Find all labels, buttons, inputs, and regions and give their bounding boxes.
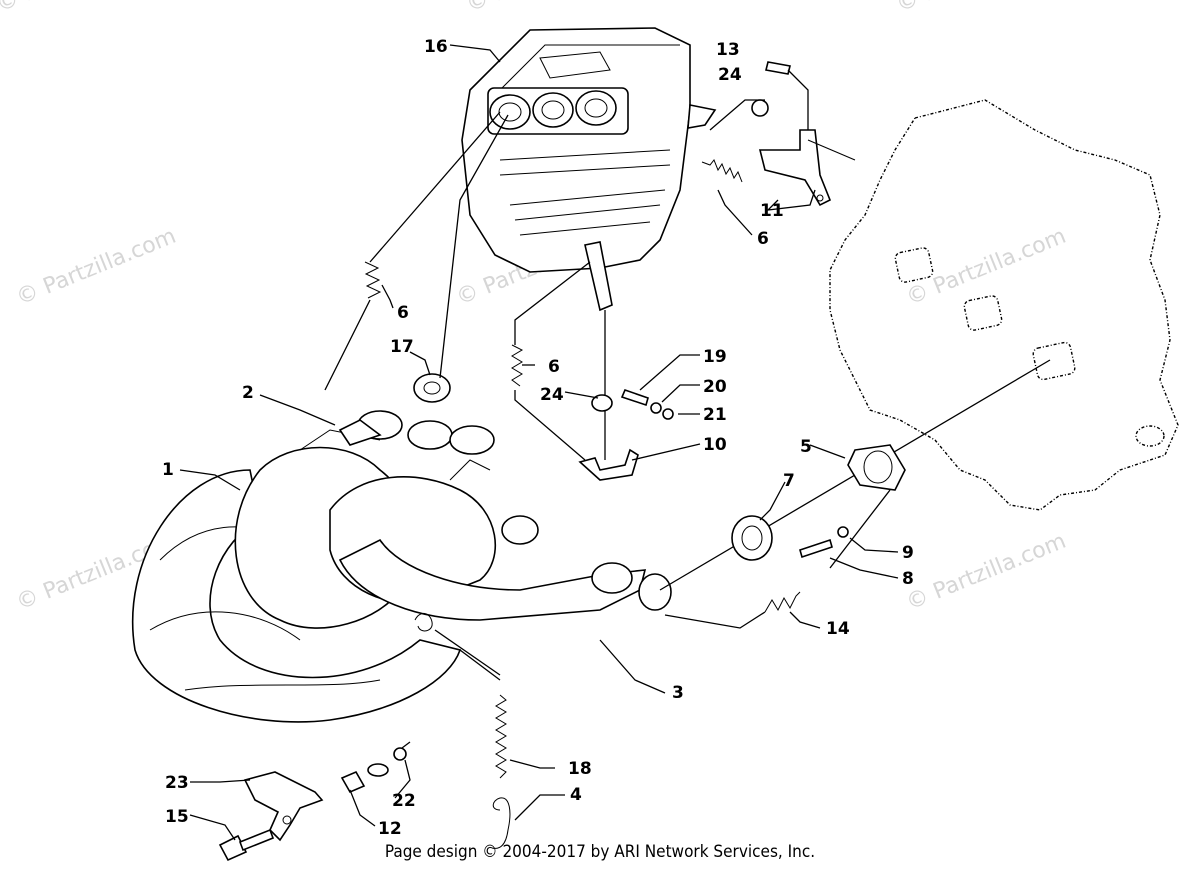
gasket-ring bbox=[731, 515, 773, 561]
spring bbox=[495, 694, 507, 779]
callout-8: 8 bbox=[902, 569, 914, 589]
airbox bbox=[461, 27, 717, 312]
mounting-bracket bbox=[578, 448, 639, 481]
callout-7: 7 bbox=[783, 471, 795, 491]
watermark: © Partzilla.com bbox=[903, 529, 1070, 616]
callout-14: 14 bbox=[826, 619, 850, 639]
rubber-cap bbox=[591, 394, 613, 412]
mounting-bracket bbox=[758, 129, 856, 207]
bolt bbox=[765, 61, 791, 75]
bolt bbox=[799, 538, 833, 559]
copyright-footer: Page design © 2004-2017 by ARI Network S… bbox=[384, 842, 816, 862]
grommet bbox=[413, 373, 451, 403]
callout-5: 5 bbox=[800, 437, 812, 457]
bolt bbox=[218, 828, 275, 862]
watermark: © Partzilla.com bbox=[463, 0, 630, 18]
callout-2: 2 bbox=[242, 383, 254, 403]
rubber-cap bbox=[751, 99, 769, 117]
callout-20: 20 bbox=[703, 377, 727, 397]
coupler bbox=[847, 444, 906, 491]
callout-15: 15 bbox=[165, 807, 189, 827]
callout-6: 6 bbox=[397, 303, 409, 323]
callout-6: 6 bbox=[757, 229, 769, 249]
callout-22: 22 bbox=[392, 791, 416, 811]
callout-19: 19 bbox=[703, 347, 727, 367]
spring bbox=[764, 591, 801, 613]
callout-21: 21 bbox=[703, 405, 727, 425]
callout-3: 3 bbox=[672, 683, 684, 703]
spring bbox=[511, 344, 524, 387]
watermark: © Partzilla.com bbox=[893, 0, 1060, 18]
callout-13: 13 bbox=[716, 40, 740, 60]
mounting-bracket bbox=[243, 771, 324, 842]
callout-23: 23 bbox=[165, 773, 189, 793]
bushing bbox=[340, 763, 389, 794]
spring bbox=[701, 159, 743, 183]
exhaust-pipe bbox=[338, 410, 672, 611]
washer bbox=[650, 402, 662, 414]
nut bbox=[393, 747, 407, 761]
spring bbox=[364, 261, 382, 299]
callout-16: 16 bbox=[424, 37, 448, 57]
callout-12: 12 bbox=[378, 819, 402, 839]
callout-24: 24 bbox=[540, 385, 564, 405]
watermark: © Partzilla.com bbox=[0, 0, 160, 18]
nut bbox=[662, 408, 674, 420]
callout-24: 24 bbox=[718, 65, 742, 85]
callout-4: 4 bbox=[570, 785, 582, 805]
washer bbox=[837, 526, 849, 538]
bolt bbox=[620, 388, 649, 407]
spring-hook bbox=[414, 613, 433, 632]
watermark: © Partzilla.com bbox=[13, 224, 180, 311]
callout-1: 1 bbox=[162, 460, 174, 480]
callout-6: 6 bbox=[548, 357, 560, 377]
callout-11: 11 bbox=[760, 201, 784, 221]
engine-outline bbox=[829, 99, 1179, 511]
callout-10: 10 bbox=[703, 435, 727, 455]
spring-hook bbox=[491, 797, 511, 849]
callout-18: 18 bbox=[568, 759, 592, 779]
callout-17: 17 bbox=[390, 337, 414, 357]
callout-9: 9 bbox=[902, 543, 914, 563]
expansion-chamber bbox=[234, 429, 647, 629]
